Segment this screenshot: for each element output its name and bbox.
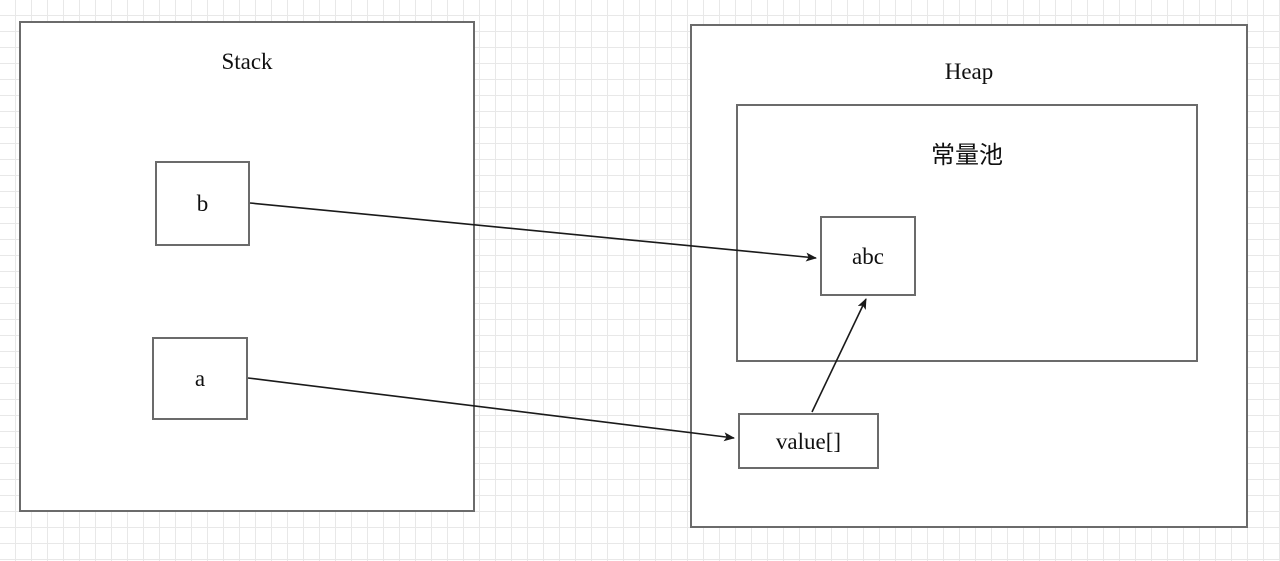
node-a-label: a [194,366,206,391]
region-stack: Stack [19,21,475,512]
region-heap-title: Heap [944,59,994,84]
region-constant-pool-title: 常量池 [931,141,1003,169]
node-b[interactable]: b [155,161,250,246]
region-stack-title: Stack [221,49,273,74]
node-abc[interactable]: abc [820,216,916,296]
node-value-array-label: value[] [775,428,842,454]
region-constant-pool: 常量池 [736,104,1198,362]
node-b-label: b [196,191,209,216]
node-abc-label: abc [852,243,884,269]
node-value-array[interactable]: value[] [738,413,879,469]
node-a[interactable]: a [152,337,248,420]
